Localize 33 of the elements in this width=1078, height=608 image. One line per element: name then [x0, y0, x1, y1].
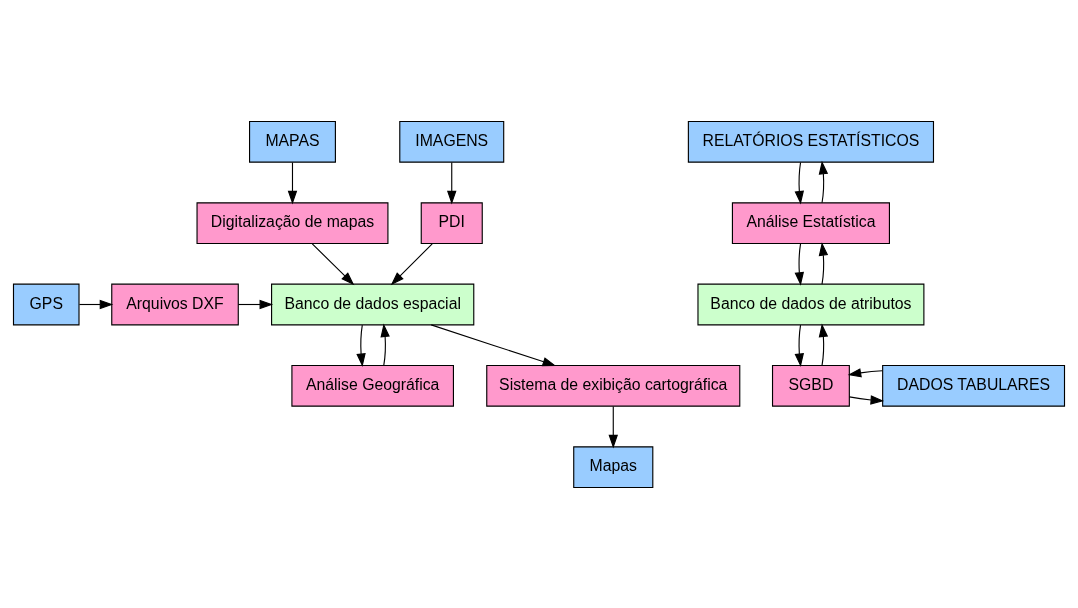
arrow: [237, 299, 274, 309]
arrow: [430, 323, 557, 366]
arrow: [390, 242, 433, 285]
arrow: [794, 324, 804, 367]
node-box: Banco de dados espacial: [271, 283, 475, 325]
node-box: IMAGENS: [399, 120, 505, 163]
node-box: Mapas: [573, 445, 654, 488]
arrow: [447, 161, 457, 204]
node-box: Análise Geográfica: [291, 364, 454, 407]
arrow: [794, 242, 804, 286]
node-box: PDI: [420, 201, 483, 244]
node-box: SGBD: [771, 364, 850, 407]
arrow: [848, 394, 885, 405]
node-box: Banco de dados de atributos: [697, 283, 925, 325]
node-box: DADOS TABULARES: [882, 364, 1066, 407]
node-box: Digitalização de mapas: [196, 201, 389, 244]
node-box: Análise Estatística: [731, 201, 890, 244]
node-box: MAPAS: [249, 120, 336, 163]
arrow: [78, 299, 114, 309]
arrow: [356, 324, 366, 367]
arrow: [818, 241, 829, 285]
node-box: RELATÓRIOS ESTATÍSTICOS: [687, 120, 935, 163]
arrow: [818, 160, 829, 203]
node-box: Sistema de exibição cartográfica: [486, 364, 741, 407]
arrow: [794, 161, 804, 204]
node-box: GPS: [12, 283, 80, 325]
arrow: [311, 242, 355, 285]
arrow: [608, 405, 618, 448]
arrow: [847, 367, 883, 377]
arrow: [380, 322, 390, 366]
arrow: [287, 161, 298, 204]
arrow: [818, 322, 829, 366]
node-box: Arquivos DXF: [111, 283, 239, 325]
